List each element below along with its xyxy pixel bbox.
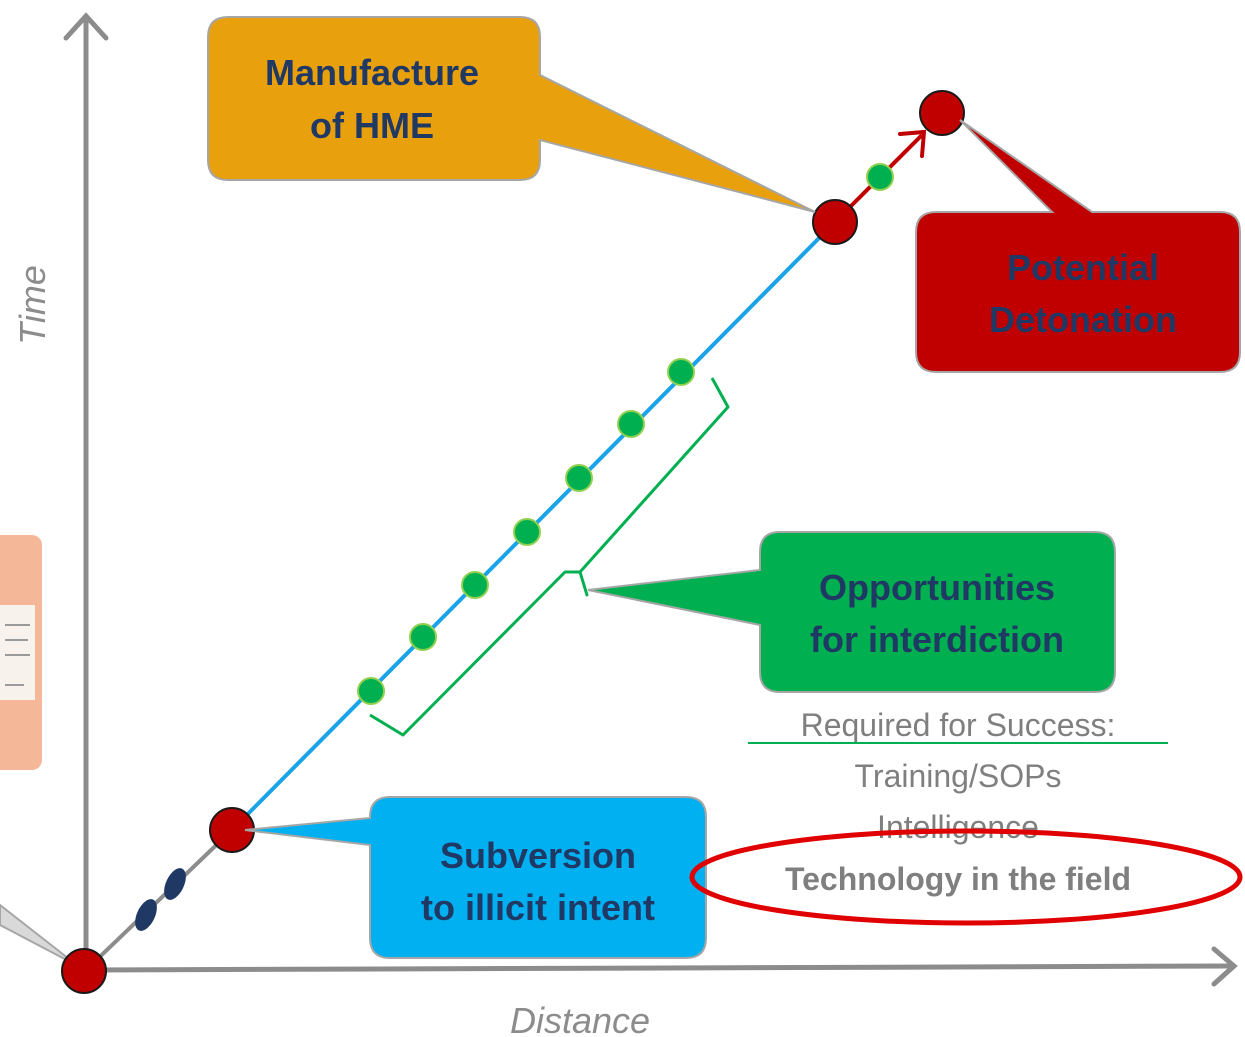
interdiction-callout: Opportunities for interdiction — [587, 531, 1116, 693]
early-path-segment — [84, 828, 234, 972]
interdiction-callout-line2: for interdiction — [810, 619, 1064, 660]
subversion-callout: Subversion to illicit intent — [244, 796, 707, 959]
x-axis — [85, 946, 1238, 987]
requirement-item-highlighted: Technology in the field — [785, 861, 1131, 897]
opportunity-dot — [866, 163, 894, 191]
subversion-callout-line2: to illicit intent — [421, 887, 655, 928]
requirements-list: Required for Success: Training/SOPs Inte… — [689, 707, 1243, 926]
interdiction-bracket — [369, 377, 730, 737]
requirement-item: Intelligence — [877, 809, 1039, 845]
opportunity-dot — [357, 677, 385, 705]
detonation-callout: Potential Detonation — [915, 119, 1241, 373]
opportunity-dot — [461, 571, 489, 599]
x-axis-label: Distance — [510, 1000, 650, 1037]
requirements-heading: Required for Success: — [801, 707, 1116, 743]
detonation-node — [919, 90, 965, 136]
y-axis-label: Time — [12, 265, 53, 345]
subversion-callout-line1: Subversion — [440, 835, 636, 876]
opportunity-dot — [617, 410, 645, 438]
opportunity-dot — [667, 358, 695, 386]
requirement-item: Training/SOPs — [855, 758, 1062, 794]
detonation-callout-line2: Detonation — [989, 299, 1177, 340]
opportunity-dot — [565, 464, 593, 492]
interdiction-callout-line1: Opportunities — [819, 567, 1055, 608]
manufacture-callout-line2: of HME — [310, 105, 434, 146]
manufacture-callout-line1: Manufacture — [265, 52, 479, 93]
manufacture-node — [812, 199, 858, 245]
left-callout-pointer — [0, 903, 79, 967]
opportunity-dot — [409, 623, 437, 651]
product-bottle-image — [0, 535, 42, 770]
opportunity-dot — [513, 518, 541, 546]
detonation-callout-line1: Potential — [1007, 247, 1159, 288]
early-dot — [135, 899, 157, 931]
early-dot — [164, 868, 186, 900]
manufacture-callout: Manufacture of HME — [207, 16, 816, 213]
highlight-ring — [689, 828, 1243, 926]
y-axis — [63, 12, 109, 970]
opportunity-dots — [357, 163, 894, 705]
origin-node — [61, 948, 107, 994]
